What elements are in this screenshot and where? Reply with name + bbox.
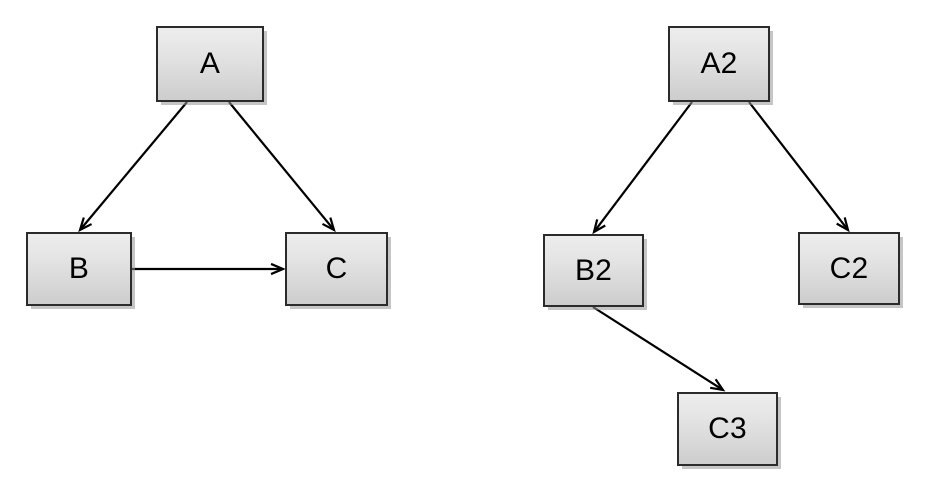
- node-label: A: [199, 47, 221, 80]
- edge-A2-to-B2[interactable]: [592, 101, 693, 235]
- arrowhead-icon: [270, 262, 286, 276]
- edge-B-to-C[interactable]: [132, 262, 286, 276]
- node-label: C3: [708, 412, 747, 445]
- node-label: A2: [700, 47, 738, 80]
- arrowhead-icon: [709, 378, 726, 392]
- arrowhead-icon: [78, 217, 93, 233]
- edge-line: [592, 306, 723, 391]
- node-label: B2: [574, 253, 613, 287]
- node-c[interactable]: C: [285, 232, 388, 306]
- arrowhead-icon: [836, 217, 850, 233]
- edge-line: [593, 101, 693, 232]
- edge-B2-to-C3[interactable]: [592, 306, 726, 392]
- node-label: B: [68, 252, 90, 285]
- node-a[interactable]: A: [156, 26, 264, 102]
- arrowhead-icon: [321, 217, 336, 233]
- edge-A-to-C[interactable]: [228, 101, 336, 233]
- edge-A-to-B[interactable]: [78, 101, 188, 233]
- node-label: C: [325, 252, 348, 285]
- node-b2[interactable]: B2: [543, 234, 644, 307]
- node-label: C2: [829, 251, 869, 285]
- edge-line: [228, 101, 335, 230]
- edge-line: [748, 101, 849, 230]
- node-c3[interactable]: C3: [677, 392, 778, 466]
- edge-line: [79, 101, 188, 230]
- edge-A2-to-C2[interactable]: [748, 101, 850, 233]
- node-c2[interactable]: C2: [798, 232, 900, 305]
- arrowhead-icon: [592, 219, 606, 235]
- node-b[interactable]: B: [26, 232, 132, 306]
- node-a2[interactable]: A2: [668, 26, 770, 102]
